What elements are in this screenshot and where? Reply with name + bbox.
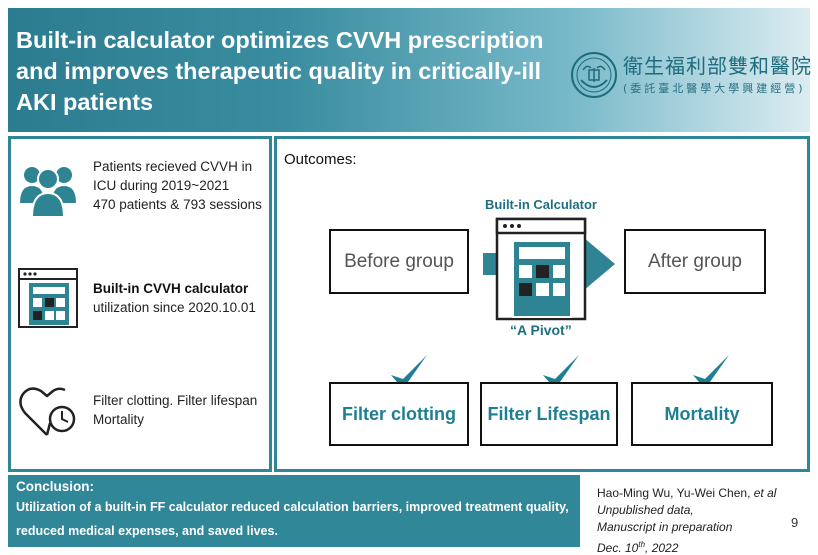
pivot-label: “A Pivot” [510, 322, 572, 338]
hospital-name: 衛生福利部雙和醫院 [623, 54, 812, 78]
conclusion-box: Conclusion: Utilization of a built-in FF… [8, 475, 580, 547]
check-icon [391, 355, 427, 389]
after-group-box: After group [624, 229, 766, 294]
outcome-mortality: Mortality [631, 382, 773, 446]
check-icon [693, 355, 729, 389]
citation-line-3: Manuscript in preparation [597, 520, 733, 534]
patients-text-1: Patients recieved CVVH in [93, 159, 253, 174]
conclusion-text: Utilization of a built-in FF calculator … [16, 500, 569, 538]
calculator-icon [495, 217, 587, 321]
page-title: Built-in calculator optimizes CVVH presc… [16, 27, 544, 115]
citation-line-2: Unpublished data, [597, 503, 694, 517]
filter-text-1: Filter clotting. Filter lifespan [93, 393, 258, 408]
hospital-logo: 衛生福利部雙和醫院 (委託臺北醫學大學興建經營) [561, 46, 812, 106]
calculator-text-bold: Built-in CVVH calculator [93, 281, 249, 296]
left-panel: Patients recieved CVVH in ICU during 201… [8, 136, 272, 472]
header-banner: Built-in calculator optimizes CVVH presc… [8, 8, 812, 132]
people-icon [20, 167, 76, 218]
citation-date: Dec. 10th, 2022 [597, 540, 679, 555]
citation: Hao-Ming Wu, Yu-Wei Chen, et al Unpublis… [597, 485, 776, 555]
hospital-seal-icon [571, 52, 617, 98]
citation-authors: Hao-Ming Wu, Yu-Wei Chen, et al [597, 486, 777, 500]
patients-text-2: ICU during 2019~2021 [93, 178, 230, 193]
conclusion-title: Conclusion: [16, 479, 94, 494]
calculator-pivot-graphic [483, 217, 615, 321]
outcome-filter-clotting: Filter clotting [329, 382, 469, 446]
heart-clock-icon [19, 387, 76, 436]
check-icon [543, 355, 579, 389]
built-in-calculator-label: Built-in Calculator [485, 197, 597, 212]
outcome-filter-lifespan: Filter Lifespan [480, 382, 618, 446]
page-number: 9 [791, 515, 799, 530]
right-panel: Outcomes: Before group After group Built… [274, 136, 810, 472]
calculator-text-2: utilization since 2020.10.01 [93, 300, 256, 315]
filter-text-2: Mortality [93, 412, 145, 427]
calculator-window-icon [18, 268, 78, 328]
before-group-box: Before group [329, 229, 469, 294]
hospital-subtitle: (委託臺北醫學大學興建經營) [623, 82, 806, 95]
outcomes-heading: Outcomes: [284, 151, 357, 168]
patients-text-3: 470 patients & 793 sessions [93, 197, 262, 212]
